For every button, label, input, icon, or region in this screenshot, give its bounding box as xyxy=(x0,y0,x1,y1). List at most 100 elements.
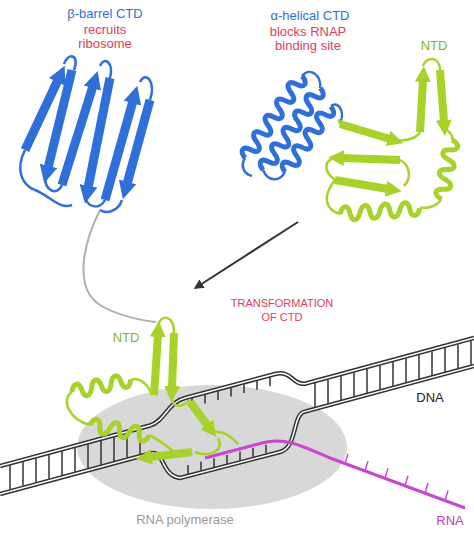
dna-duplex-part-part xyxy=(48,455,50,479)
domain-label: NTD xyxy=(412,38,456,54)
dna-duplex-part-part xyxy=(392,362,394,386)
domain-label-box: NTD xyxy=(104,330,148,346)
molecule-label-box: RNA xyxy=(430,513,470,529)
ntd-structure-part xyxy=(400,160,409,186)
complex-label-box: RNA polymerase xyxy=(110,512,260,528)
dna-duplex-part-part xyxy=(217,391,219,400)
dna-duplex-part-part xyxy=(74,448,76,472)
domain-title-box: β-barrel CTD xyxy=(45,6,165,22)
function-note: recruits ribosome xyxy=(67,23,143,51)
function-note-box: recruits ribosome xyxy=(67,23,143,51)
beta-barrel-part xyxy=(100,61,111,78)
ntd-structure-part xyxy=(342,158,400,160)
rna-strand xyxy=(205,441,465,508)
dna-duplex-part-part xyxy=(22,462,24,486)
rna-strand-part-part xyxy=(365,461,368,471)
ntd-structure-part xyxy=(340,124,390,139)
dna-duplex-part-part xyxy=(87,444,89,468)
rna-strand-part-part xyxy=(385,468,388,478)
transition-label: TRANSFORMATION OF CTD xyxy=(226,296,338,324)
dna-duplex-part xyxy=(0,366,474,494)
complex-label: RNA polymerase xyxy=(110,512,260,528)
dna-duplex-part-part xyxy=(226,455,228,464)
beta-barrel xyxy=(20,56,152,212)
ntd-structure-part xyxy=(395,132,420,140)
dna-duplex-part-part xyxy=(379,365,381,389)
dna-duplex-part-part xyxy=(457,344,459,368)
dna-duplex-part-part xyxy=(269,377,271,386)
ntd-structure-part xyxy=(420,199,441,208)
ntd-structure-part xyxy=(420,80,423,132)
alpha-helical-ctd xyxy=(239,72,342,179)
dna-duplex-part-part xyxy=(252,448,254,457)
dna-duplex-part-part xyxy=(431,351,433,375)
domain-title: β-barrel CTD xyxy=(45,6,165,22)
ntd-structure-part xyxy=(131,379,152,395)
beta-barrel-part xyxy=(100,200,122,212)
molecule-label: DNA xyxy=(410,390,450,406)
ntd-structure-part xyxy=(435,139,459,200)
ntd-structure-part xyxy=(423,59,440,70)
dna-duplex-part-part xyxy=(366,369,368,393)
ntd-structure-part xyxy=(150,452,192,457)
dna-duplex-part xyxy=(0,366,474,494)
ntd-structure-part xyxy=(444,128,453,140)
ntd-structure-part xyxy=(154,335,158,395)
linker-tether xyxy=(83,210,156,322)
ntd-structure-part xyxy=(327,180,340,214)
alpha-helical-ctd-part xyxy=(257,84,325,174)
dna-duplex-part-part xyxy=(239,452,241,461)
dna-duplex-part-part xyxy=(61,451,63,475)
dna-duplex-part-part xyxy=(100,441,102,465)
ntd-structure-part xyxy=(89,418,150,442)
domain-label: NTD xyxy=(104,330,148,346)
ntd-structure-part xyxy=(339,120,340,124)
dna-duplex-part-part xyxy=(327,379,329,403)
rna-strand-part xyxy=(345,454,448,501)
dna-duplex-part-part xyxy=(200,462,202,471)
dna-duplex-part-part xyxy=(230,388,232,397)
rna-strand-part-part xyxy=(405,476,408,486)
dna-duplex-part-part xyxy=(113,437,115,461)
beta-barrel-part xyxy=(140,77,152,100)
dna-duplex-part-part xyxy=(9,465,11,489)
ntd-structure xyxy=(67,318,238,457)
domain-title-box: α-helical CTD xyxy=(250,8,370,24)
dna-duplex-part xyxy=(0,338,474,466)
dna-duplex xyxy=(0,338,474,494)
dna-duplex-part-part xyxy=(35,458,37,482)
beta-barrel-part xyxy=(64,56,76,70)
beta-barrel-part xyxy=(105,101,133,200)
ntd-structure-part xyxy=(149,435,175,452)
dna-duplex-part-part xyxy=(405,358,407,382)
alpha-helical-ctd-part xyxy=(279,103,336,176)
transition-label-box: TRANSFORMATION OF CTD xyxy=(226,296,338,324)
rna-strand-part-part xyxy=(345,454,348,464)
dna-duplex-part-part xyxy=(444,348,446,372)
dna-duplex-part-part xyxy=(256,381,258,390)
dna-duplex-part xyxy=(0,338,474,466)
molecule-label-box: DNA xyxy=(410,390,450,406)
ntd-structure-part xyxy=(440,70,444,122)
ntd-structure-part xyxy=(340,202,421,221)
ntd-structure xyxy=(326,59,458,221)
ntd-structure-part xyxy=(172,333,174,388)
dna-duplex-part-part xyxy=(418,355,420,379)
dna-duplex-part-part xyxy=(213,458,215,467)
ntd-structure-part xyxy=(195,438,220,454)
ntd-structure-part xyxy=(326,158,335,180)
ntd-structure-part xyxy=(158,318,174,333)
dna-duplex-part xyxy=(10,341,471,490)
transformation-arrow xyxy=(200,222,298,285)
ntd-structure-part xyxy=(335,180,388,189)
beta-barrel-part xyxy=(127,100,150,184)
rna-strand-part xyxy=(205,441,465,508)
rna-strand-part-part xyxy=(425,483,428,493)
dna-duplex-part-part xyxy=(470,341,472,365)
dna-duplex-part-part xyxy=(314,383,316,407)
ntd-structure-part xyxy=(212,432,238,444)
dna-duplex-part-part xyxy=(187,465,189,474)
ntd-structure-part xyxy=(190,402,208,426)
